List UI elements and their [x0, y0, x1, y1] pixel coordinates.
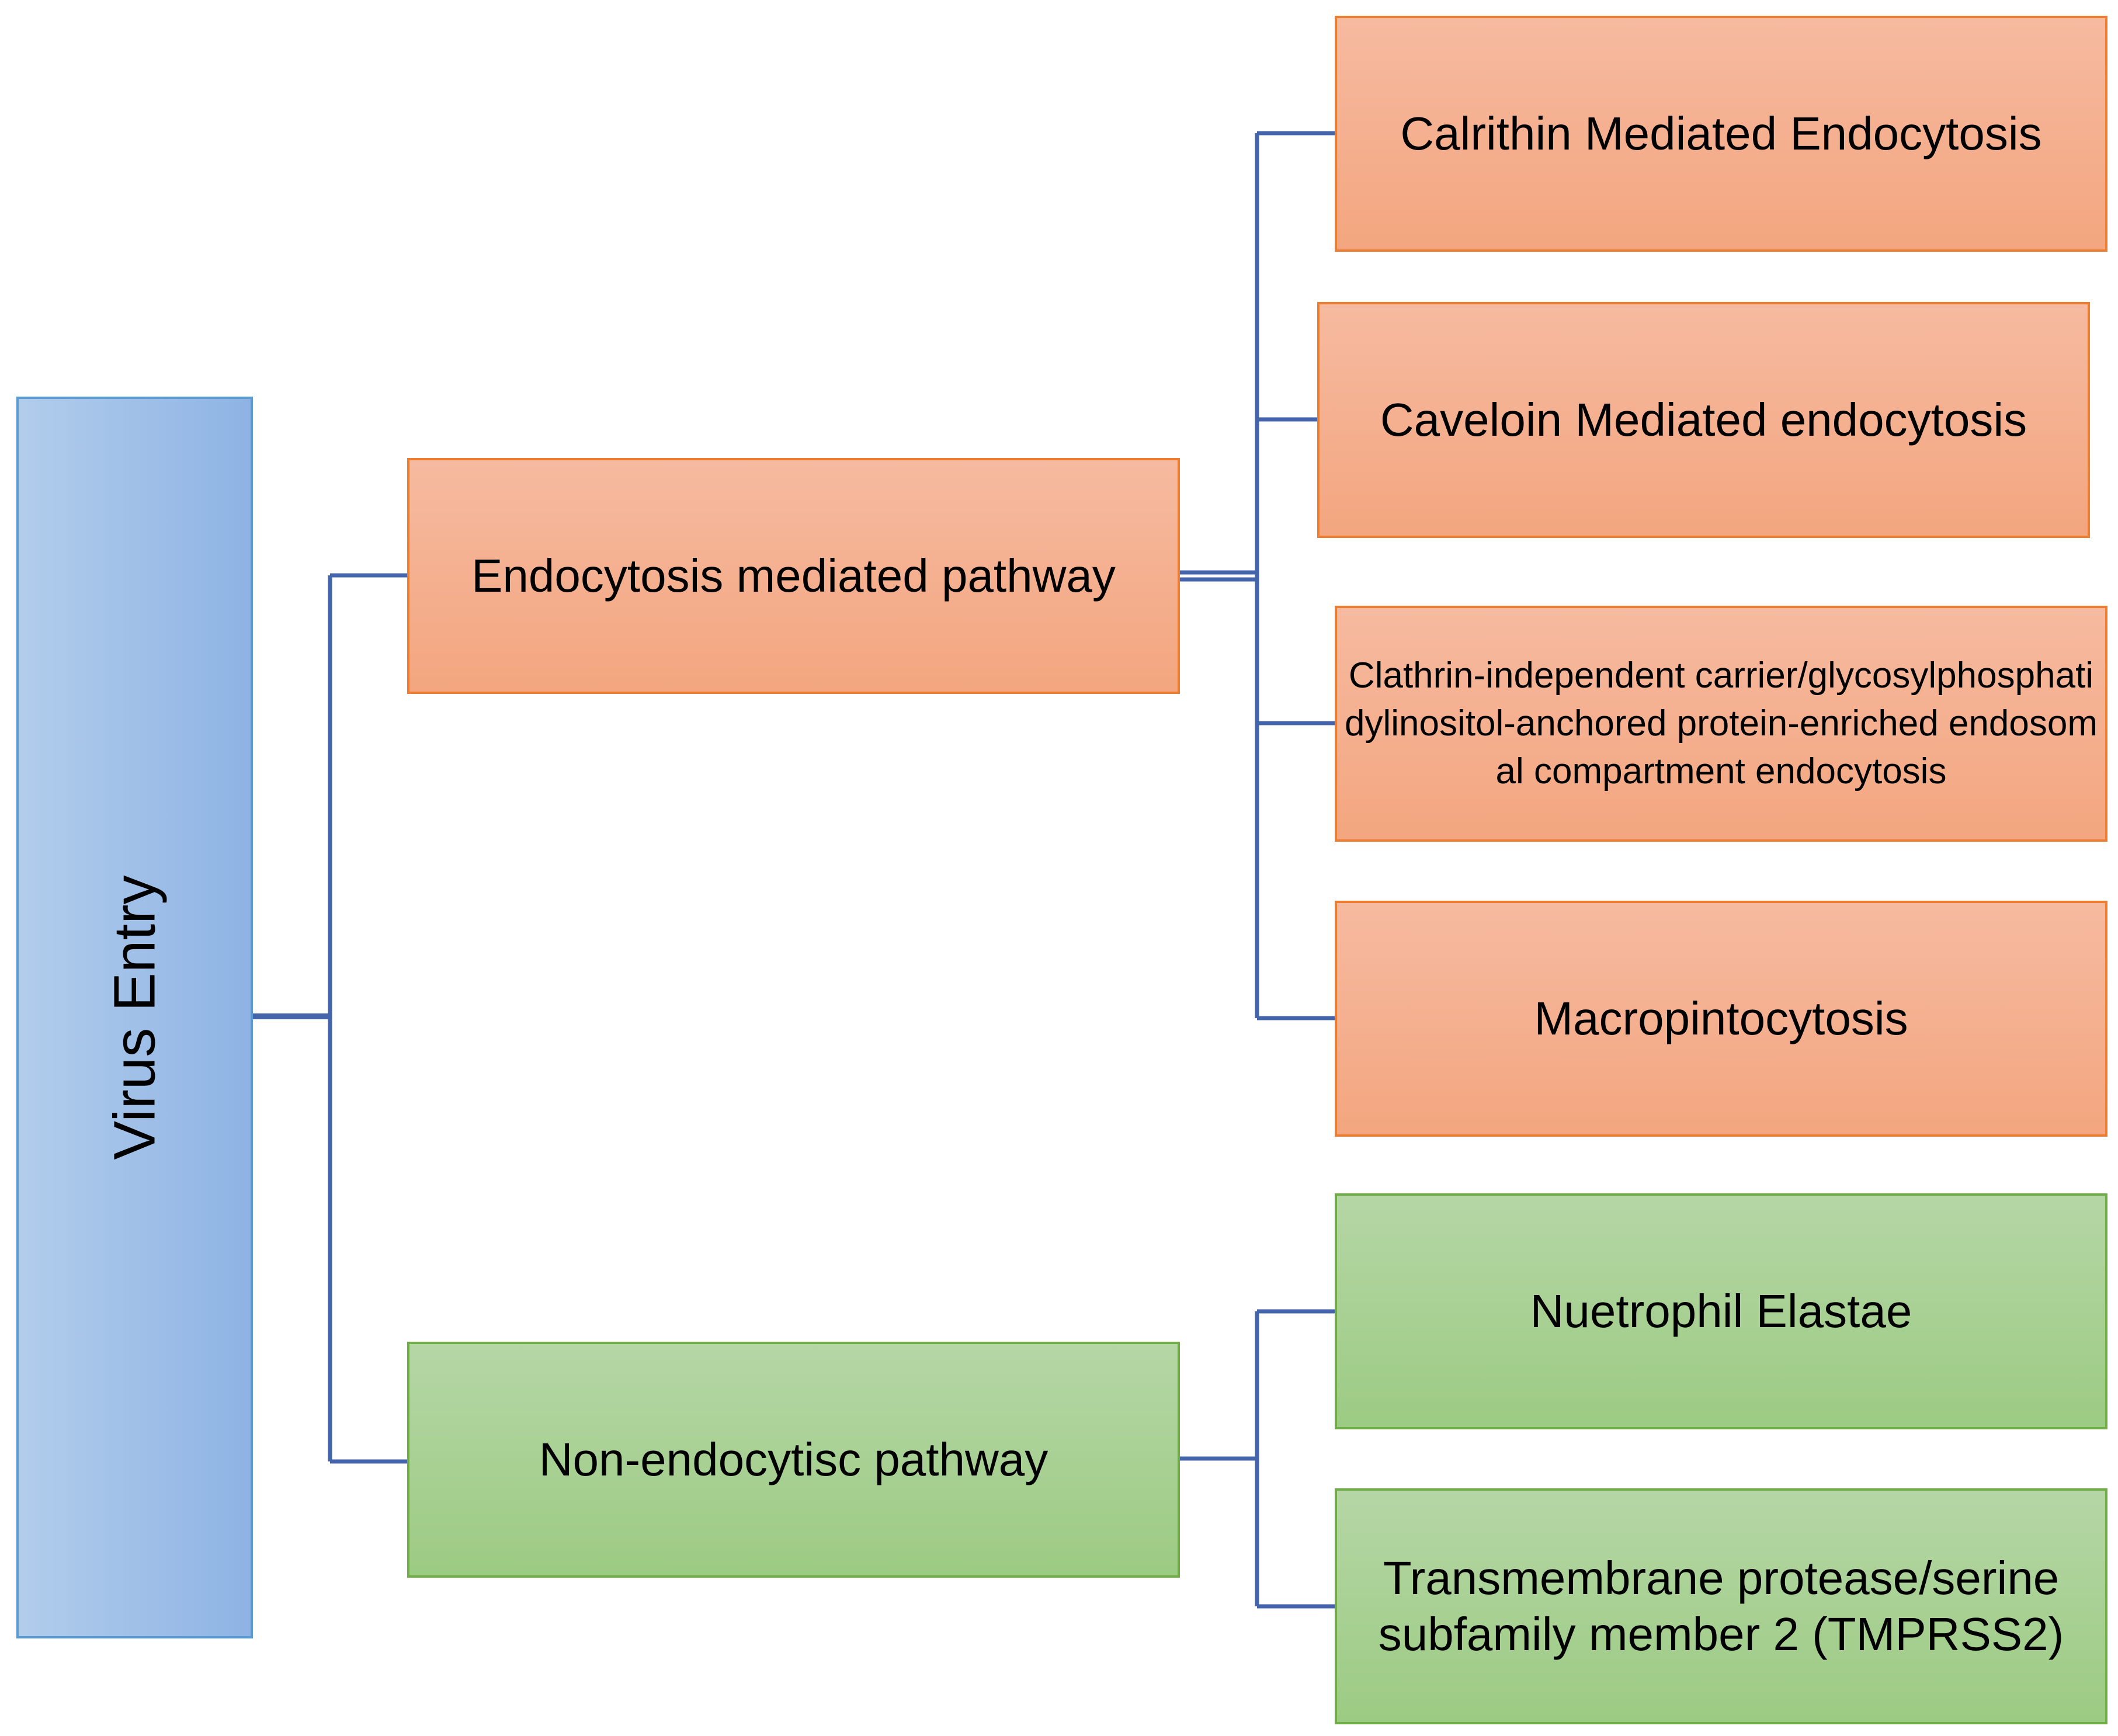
clathrin-endocytosis-label: Calrithin Mediated Endocytosis: [1400, 107, 2042, 159]
non-endocytic-pathway-node: Non-endocytisc pathway: [407, 1342, 1180, 1578]
tmprss2-label: Transmembrane protease/serine subfamily …: [1378, 1552, 2064, 1660]
endocytosis-pathway-node: Endocytosis mediated pathway: [407, 458, 1180, 694]
virus-entry-label: Virus Entry: [102, 875, 168, 1160]
connector-endocytosis-out: [1179, 570, 1257, 582]
endocytosis-pathway-label: Endocytosis mediated pathway: [471, 550, 1116, 602]
neutrophil-elastase-node: Nuetrophil Elastae: [1335, 1193, 2107, 1429]
caveolin-endocytosis-label: Caveloin Mediated endocytosis: [1380, 394, 2027, 446]
clic-geec-endocytosis-label: Clathrin-independent carrier/glycosylpho…: [1345, 655, 2098, 791]
caveolin-endocytosis-node: Caveloin Mediated endocytosis: [1317, 302, 2090, 538]
neutrophil-elastase-label: Nuetrophil Elastae: [1530, 1285, 1912, 1337]
macropinocytosis-node: Macropintocytosis: [1335, 901, 2107, 1137]
macropinocytosis-label: Macropintocytosis: [1534, 992, 1908, 1044]
clic-geec-endocytosis-node: Clathrin-independent carrier/glycosylpho…: [1335, 606, 2107, 842]
non-endocytic-pathway-label: Non-endocytisc pathway: [539, 1433, 1048, 1485]
tmprss2-node: Transmembrane protease/serine subfamily …: [1335, 1488, 2107, 1724]
virus-entry-node: Virus Entry: [16, 397, 253, 1638]
clathrin-endocytosis-node: Calrithin Mediated Endocytosis: [1335, 16, 2107, 252]
